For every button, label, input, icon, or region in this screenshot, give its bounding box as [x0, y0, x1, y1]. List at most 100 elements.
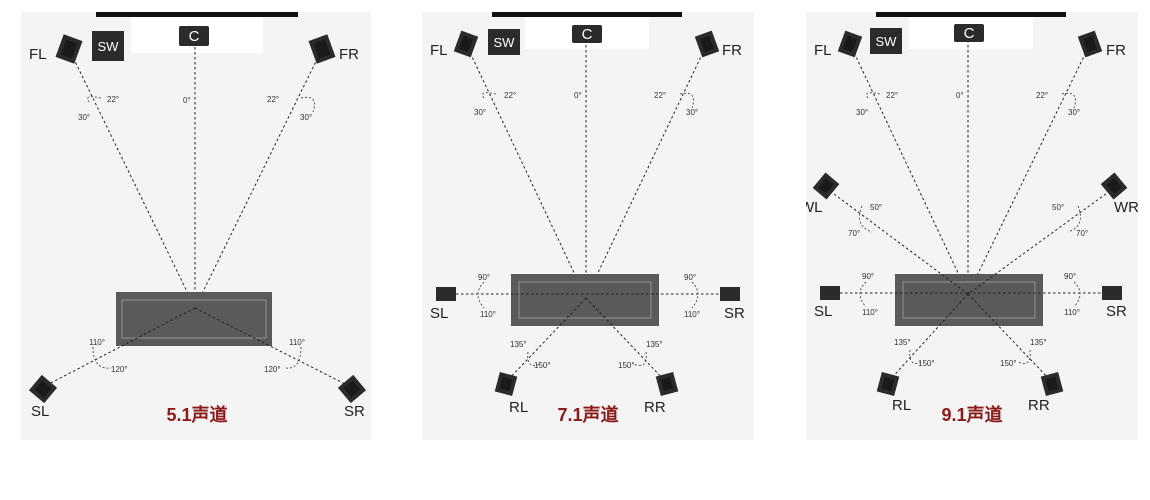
angle-arc-sl: [859, 281, 867, 308]
angle-arc-wl: [859, 205, 873, 233]
layout-9-1-svg: C SW FL FR WL WR: [806, 12, 1138, 425]
surround-left-speaker: [820, 286, 840, 300]
speaker-label-fr: FR: [722, 42, 742, 59]
tv-bar: [96, 12, 298, 17]
angle-rr-a: 135°: [1030, 338, 1047, 347]
angle-sr-a: 110°: [289, 338, 305, 347]
panel-title: 5.1声道: [166, 404, 227, 425]
angle-arc-fl: [87, 96, 102, 103]
panel-title: 9.1声道: [941, 404, 1002, 425]
angle-fr-outer: 30°: [1068, 108, 1080, 117]
line-rr: [585, 297, 667, 383]
rear-left-speaker: [494, 372, 518, 396]
angle-sl-b: 120°: [111, 365, 128, 374]
tv-bar: [876, 12, 1066, 17]
angle-arc-fr: [1061, 92, 1076, 109]
sofa: [895, 274, 1043, 326]
layout-7-1-svg: C SW FL FR SL SR: [430, 12, 745, 425]
angle-rl-a: 135°: [510, 340, 527, 349]
front-left-speaker: [837, 30, 863, 58]
angle-arc-sl: [92, 346, 112, 369]
line-fl: [465, 43, 587, 299]
speaker-label-rl: RL: [509, 399, 528, 416]
sofa: [511, 274, 659, 326]
line-rr: [967, 293, 1053, 383]
subwoofer: [870, 28, 902, 54]
angle-fl-outer: 30°: [474, 108, 486, 117]
speaker-label-sl: SL: [430, 305, 448, 322]
speaker-label-sw: SW: [876, 34, 898, 49]
diagram-panel-9-1: C SW FL FR WL WR: [806, 12, 1138, 440]
angle-sl-a: 90°: [478, 273, 490, 282]
front-right-speaker: [694, 30, 720, 58]
speaker-label-sl: SL: [31, 403, 49, 420]
speaker-label-fl: FL: [430, 42, 448, 59]
speaker-label-c: C: [582, 26, 593, 43]
angle-arc-sr: [1073, 281, 1081, 308]
angle-rr-a: 135°: [646, 340, 663, 349]
speaker-label-sw: SW: [98, 39, 120, 54]
angle-wl-b: 70°: [848, 229, 860, 238]
speaker-label-wr: WR: [1114, 199, 1138, 216]
angle-arc-sr: [691, 281, 699, 309]
angle-sl-b: 110°: [862, 308, 878, 317]
center-speaker: [954, 24, 984, 42]
angle-wr-b: 70°: [1076, 229, 1088, 238]
speaker-label-fl: FL: [814, 42, 832, 59]
speaker-label-c: C: [189, 28, 200, 45]
angle-sl-b: 110°: [480, 310, 496, 319]
angle-arc-wr: [1067, 205, 1081, 233]
speaker-label-fl: FL: [29, 46, 47, 63]
line-fr: [585, 43, 708, 299]
angle-fr-inner: 22°: [1036, 91, 1048, 100]
line-sl: [42, 307, 196, 388]
line-fr: [194, 48, 323, 309]
angle-arc-rr: [1017, 349, 1031, 364]
angle-rr-b: 150°: [618, 361, 635, 370]
angle-fl-outer: 30°: [78, 113, 90, 122]
panel-title: 7.1声道: [557, 404, 618, 425]
speaker-label-sr: SR: [1106, 303, 1127, 320]
angle-sl-a: 90°: [862, 272, 874, 281]
front-left-speaker: [453, 30, 479, 58]
angle-arc-sl: [477, 281, 485, 309]
speaker-label-c: C: [964, 25, 975, 42]
angle-fl-inner: 22°: [504, 91, 516, 100]
angle-arc-fr: [300, 96, 315, 113]
layout-5-1-svg: C SW FL FR SL SR: [28, 12, 367, 425]
angle-wr-a: 50°: [1052, 203, 1064, 212]
wide-left-speaker: [812, 172, 840, 200]
angle-fl-outer: 30°: [856, 108, 868, 117]
rear-right-speaker: [1040, 372, 1064, 396]
angle-sr-b: 120°: [264, 365, 281, 374]
angle-rl-a: 135°: [894, 338, 911, 347]
sofa-seat: [121, 299, 267, 339]
wide-right-speaker: [1100, 172, 1128, 200]
angle-arc-fl: [482, 92, 497, 99]
angle-fl-inner: 22°: [107, 95, 119, 104]
speaker-label-rl: RL: [892, 397, 911, 414]
angle-fr-outer: 30°: [300, 113, 312, 122]
speaker-label-fr: FR: [1106, 42, 1126, 59]
center-speaker: [572, 25, 602, 43]
rear-right-speaker: [655, 372, 679, 396]
sofa-seat: [902, 281, 1036, 319]
surround-right-speaker: [337, 374, 367, 404]
tv-bar: [492, 12, 682, 17]
line-fl: [849, 43, 969, 295]
front-left-speaker: [55, 34, 83, 64]
angle-sr-a: 90°: [684, 273, 696, 282]
angle-arc-fr: [679, 92, 694, 109]
speaker-label-rr: RR: [1028, 397, 1050, 414]
speaker-label-sr: SR: [724, 305, 745, 322]
angle-rr-b: 150°: [1000, 359, 1017, 368]
angle-wl-a: 50°: [870, 203, 882, 212]
speaker-label-fr: FR: [339, 46, 359, 63]
subwoofer: [92, 31, 124, 61]
angle-fr-outer: 30°: [686, 108, 698, 117]
sofa: [116, 292, 272, 346]
angle-arc-rl: [527, 351, 541, 366]
angle-0: 0°: [574, 91, 582, 100]
speaker-label-wl: WL: [806, 199, 823, 216]
angle-arc-sr: [284, 346, 302, 369]
